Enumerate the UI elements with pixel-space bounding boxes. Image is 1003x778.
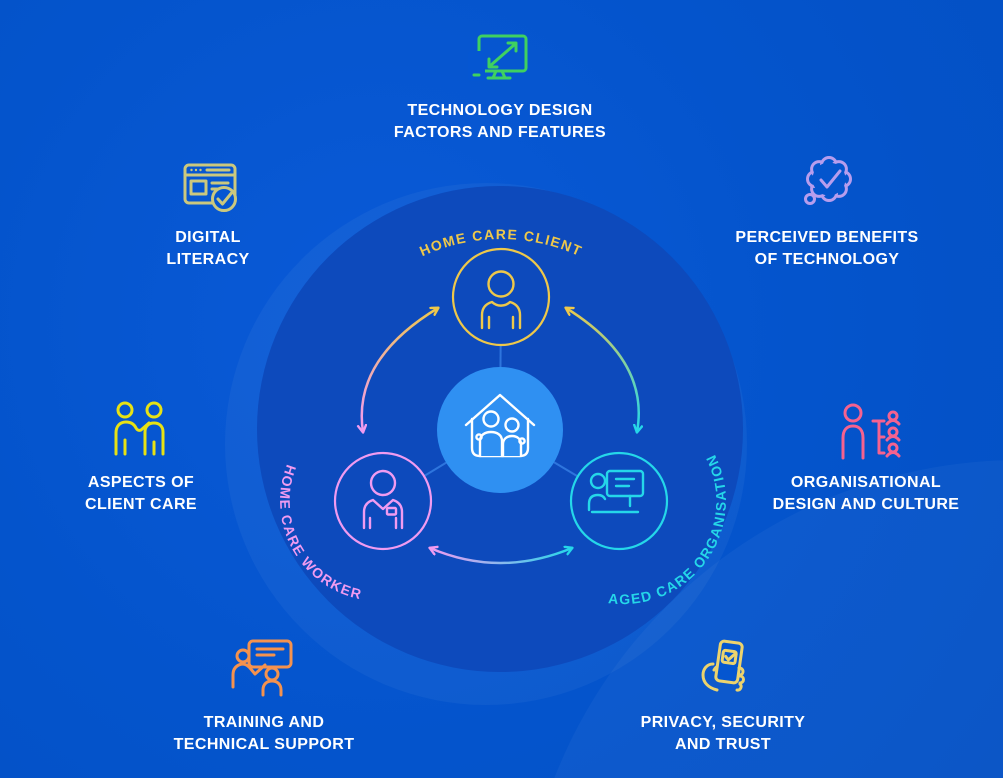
label-line: DESIGN AND CULTURE — [772, 496, 960, 513]
factor-label-digital-literacy: DIGITAL LITERACY — [166, 227, 249, 271]
factor-label-organisational-design: ORGANISATIONAL DESIGN AND CULTURE — [773, 472, 960, 516]
label-line: AND TRUST — [674, 736, 772, 753]
label-line: PRIVACY, SECURITY — [640, 714, 806, 731]
label-line: DIGITAL — [175, 229, 241, 246]
client-organisation-arrow — [566, 308, 639, 432]
home-hub-circle — [437, 367, 563, 493]
factor-label-training-support: TRAINING AND TECHNICAL SUPPORT — [174, 712, 355, 756]
care-worker-icon — [362, 469, 404, 530]
house-family-icon — [464, 393, 536, 458]
factor-label-privacy-security: PRIVACY, SECURITY AND TRUST — [641, 712, 806, 756]
label-line: ASPECTS OF — [87, 474, 195, 491]
factor-label-technology-design: TECHNOLOGY DESIGN FACTORS AND FEATURES — [394, 100, 606, 144]
worker-organisation-arrow — [430, 548, 572, 565]
factor-label-aspects-client-care: ASPECTS OF CLIENT CARE — [85, 472, 197, 516]
devices-resize-icon — [468, 34, 528, 81]
label-line: FACTORS AND FEATURES — [393, 124, 607, 141]
label-line: ORGANISATIONAL — [790, 474, 942, 491]
exchange-arrows — [362, 308, 639, 565]
factor-label-perceived-benefits: PERCEIVED BENEFITS OF TECHNOLOGY — [735, 227, 918, 271]
decorative-corner-circle — [554, 460, 1003, 778]
node-home-care-worker — [333, 451, 433, 551]
trainer-presentation-icon — [231, 639, 293, 697]
node-aged-care-organisation — [569, 451, 669, 551]
label-line: LITERACY — [166, 251, 250, 268]
person-at-desk-icon — [587, 469, 645, 514]
label-line: TRAINING AND — [203, 714, 325, 731]
two-people-care-icon — [114, 401, 165, 456]
node-home-care-client — [451, 247, 551, 347]
person-icon — [480, 270, 522, 330]
label-line: TECHNICAL SUPPORT — [173, 736, 355, 753]
label-line: OF TECHNOLOGY — [754, 251, 900, 268]
thought-bubble-check-icon — [804, 156, 852, 205]
browser-check-icon — [183, 163, 237, 212]
label-line: PERCEIVED BENEFITS — [735, 229, 919, 246]
label-line: TECHNOLOGY DESIGN — [407, 102, 593, 119]
label-line: CLIENT CARE — [85, 496, 197, 513]
hand-phone-check-icon — [701, 639, 745, 692]
client-worker-arrow — [362, 308, 438, 432]
org-structure-icon — [841, 403, 901, 460]
